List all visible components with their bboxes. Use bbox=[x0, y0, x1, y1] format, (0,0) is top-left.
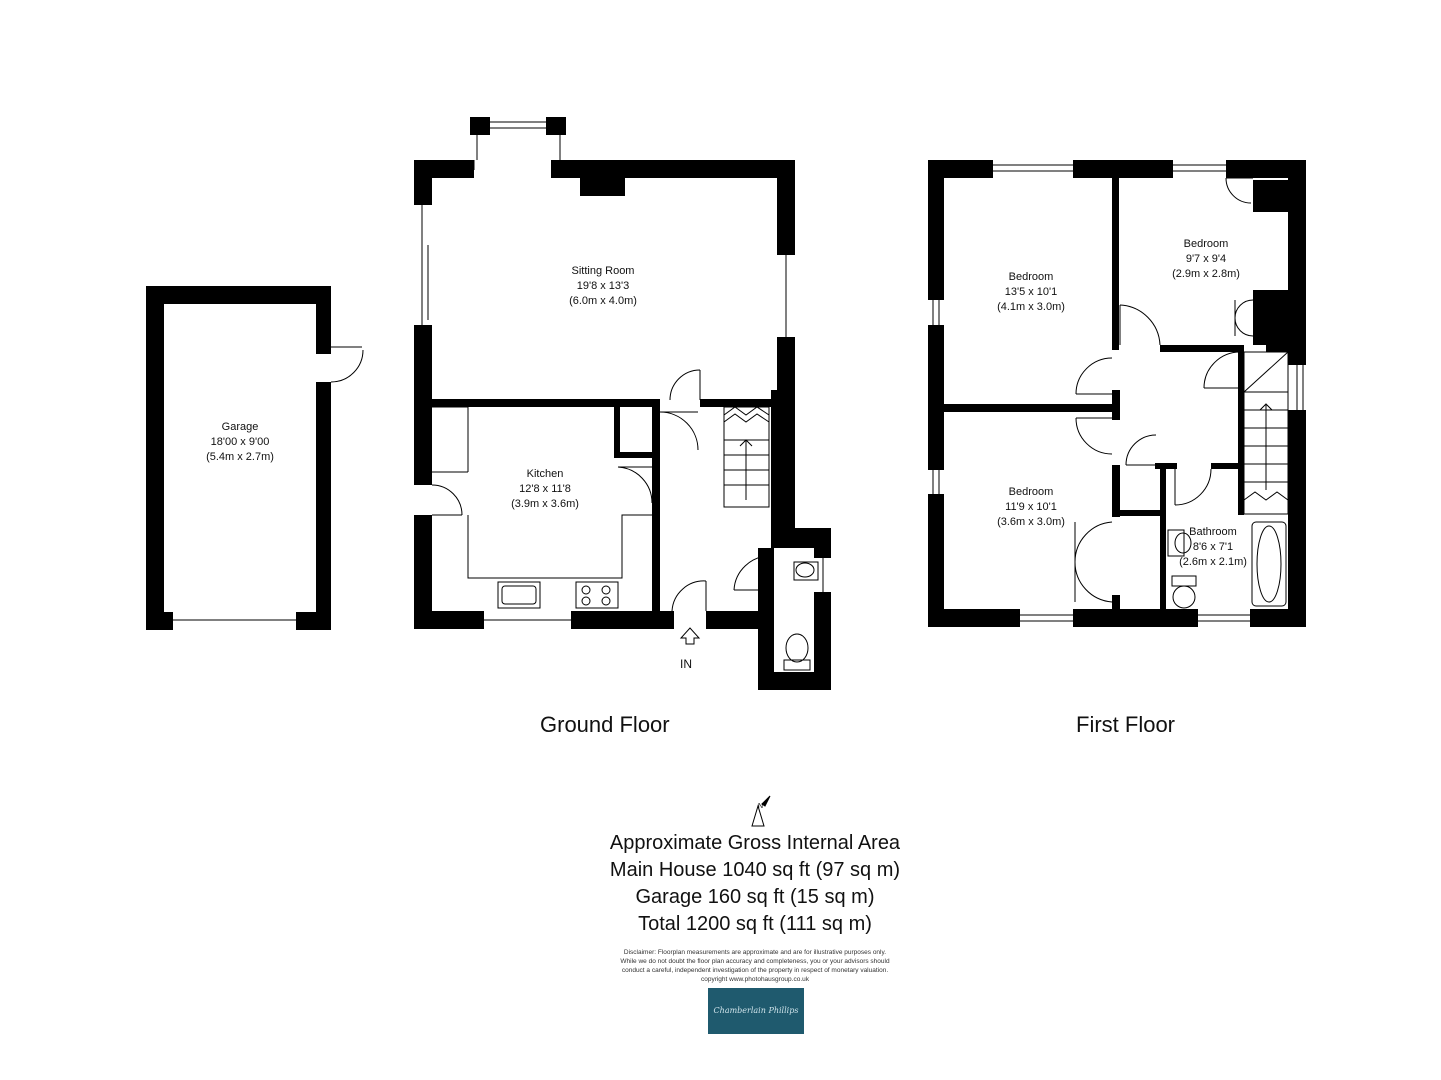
room-size-metric: (2.6m x 2.1m) bbox=[1179, 556, 1247, 568]
room-size-metric: (3.9m x 3.6m) bbox=[511, 498, 579, 510]
room-size-metric: (2.9m x 2.8m) bbox=[1172, 268, 1240, 280]
sitting-room-label: Sitting Room 19'8 x 13'3 (6.0m x 4.0m) bbox=[533, 264, 673, 309]
bedroom-3-label: Bedroom 11'9 x 10'1 (3.6m x 3.0m) bbox=[961, 485, 1101, 530]
kitchen-label: Kitchen 12'8 x 11'8 (3.9m x 3.6m) bbox=[475, 467, 615, 512]
first-floor-walls bbox=[928, 160, 1306, 627]
area-garage: Garage 160 sq ft (15 sq m) bbox=[635, 886, 875, 908]
area-main-house: Main House 1040 sq ft (97 sq m) bbox=[609, 859, 901, 881]
agent-logo: Chamberlain Phillips bbox=[708, 988, 804, 1034]
first-floor-title: First Floor bbox=[1076, 712, 1175, 737]
logo-text: Chamberlain Phillips bbox=[713, 1006, 799, 1015]
disclaimer-line: Disclaimer: Floorplan measurements are a… bbox=[623, 949, 887, 956]
garage-walls bbox=[146, 286, 331, 630]
disclaimer-line: conduct a careful, independent investiga… bbox=[621, 967, 889, 974]
entrance-label: IN bbox=[680, 657, 692, 671]
bedroom-2-label: Bedroom 9'7 x 9'4 (2.9m x 2.8m) bbox=[1136, 237, 1276, 282]
ground-floor-title: Ground Floor bbox=[540, 712, 670, 737]
area-summary: Approximate Gross Internal Area Main Hou… bbox=[470, 830, 1040, 938]
ground-floor-details bbox=[421, 121, 824, 671]
room-name: Sitting Room bbox=[571, 265, 635, 277]
disclaimer: Disclaimer: Floorplan measurements are a… bbox=[560, 948, 950, 984]
room-name: Kitchen bbox=[526, 468, 564, 480]
room-name: Bedroom bbox=[1008, 271, 1054, 283]
room-size-imperial: 12'8 x 11'8 bbox=[519, 483, 571, 495]
room-size-imperial: 19'8 x 13'3 bbox=[576, 280, 630, 292]
room-size-imperial: 9'7 x 9'4 bbox=[1185, 253, 1227, 265]
room-size-imperial: 13'5 x 10'1 bbox=[1004, 286, 1058, 298]
room-size-imperial: 8'6 x 7'1 bbox=[1192, 541, 1234, 553]
area-total: Total 1200 sq ft (111 sq m) bbox=[638, 913, 872, 935]
bedroom-1-label: Bedroom 13'5 x 10'1 (4.1m x 3.0m) bbox=[961, 270, 1101, 315]
room-size-metric: (4.1m x 3.0m) bbox=[997, 301, 1065, 313]
room-size-metric: (6.0m x 4.0m) bbox=[569, 295, 637, 307]
bathroom-label: Bathroom 8'6 x 7'1 (2.6m x 2.1m) bbox=[1168, 525, 1258, 570]
area-heading: Approximate Gross Internal Area bbox=[609, 832, 901, 854]
disclaimer-line: While we do not doubt the floor plan acc… bbox=[620, 958, 890, 965]
room-size-imperial: 11'9 x 10'1 bbox=[1005, 501, 1057, 513]
first-floor-details bbox=[932, 164, 1304, 622]
disclaimer-line: copyright www.photohausgroup.co.uk bbox=[700, 976, 810, 983]
room-name: Bathroom bbox=[1189, 526, 1237, 538]
svg-text:N: N bbox=[758, 803, 763, 810]
garage-label: Garage 18'00 x 9'00 (5.4m x 2.7m) bbox=[170, 420, 310, 465]
room-size-metric: (3.6m x 3.0m) bbox=[997, 516, 1065, 528]
room-name: Garage bbox=[221, 421, 259, 433]
room-name: Bedroom bbox=[1183, 238, 1229, 250]
room-size-imperial: 18'00 x 9'00 bbox=[210, 436, 270, 448]
ground-floor-walls bbox=[414, 117, 831, 690]
room-size-metric: (5.4m x 2.7m) bbox=[206, 451, 274, 463]
compass-icon: N bbox=[751, 795, 771, 827]
garage-details bbox=[173, 346, 364, 621]
room-name: Bedroom bbox=[1008, 486, 1054, 498]
